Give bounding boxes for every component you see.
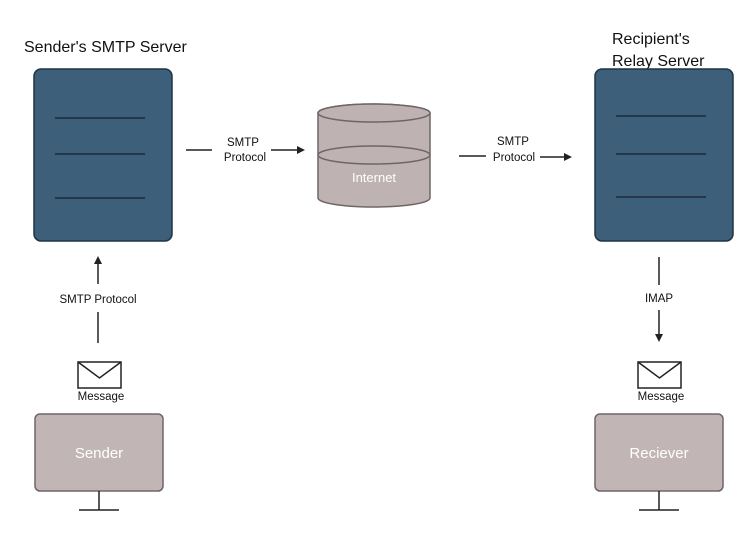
envelope-icon <box>77 361 122 389</box>
recipient-server-title-line2: Relay Server <box>612 53 705 70</box>
envelope-icon <box>637 361 682 389</box>
message-right-label: Message <box>638 391 685 403</box>
sender-server-icon <box>33 68 173 242</box>
sender-monitor-icon <box>34 413 164 511</box>
smtp-protocol-left-line2: Protocol <box>224 152 266 164</box>
recipient-server-title-line1: Recipient's <box>612 31 690 48</box>
recipient-server-icon <box>594 68 734 242</box>
receiver-label: Reciever <box>629 445 688 462</box>
smtp-protocol-vertical-label: SMTP Protocol <box>59 294 136 306</box>
smtp-arrow-right <box>459 153 572 161</box>
smtp-protocol-left-line1: SMTP <box>227 137 259 149</box>
smtp-protocol-right-line1: SMTP <box>497 136 529 148</box>
sender-label: Sender <box>75 445 123 462</box>
smtp-protocol-right-line2: Protocol <box>493 152 535 164</box>
message-left-label: Message <box>78 391 125 403</box>
sender-server-title: Sender's SMTP Server <box>24 39 187 56</box>
internet-database-icon <box>317 103 431 208</box>
internet-label: Internet <box>352 170 396 185</box>
imap-label: IMAP <box>645 293 673 305</box>
receiver-monitor-icon <box>594 413 724 511</box>
